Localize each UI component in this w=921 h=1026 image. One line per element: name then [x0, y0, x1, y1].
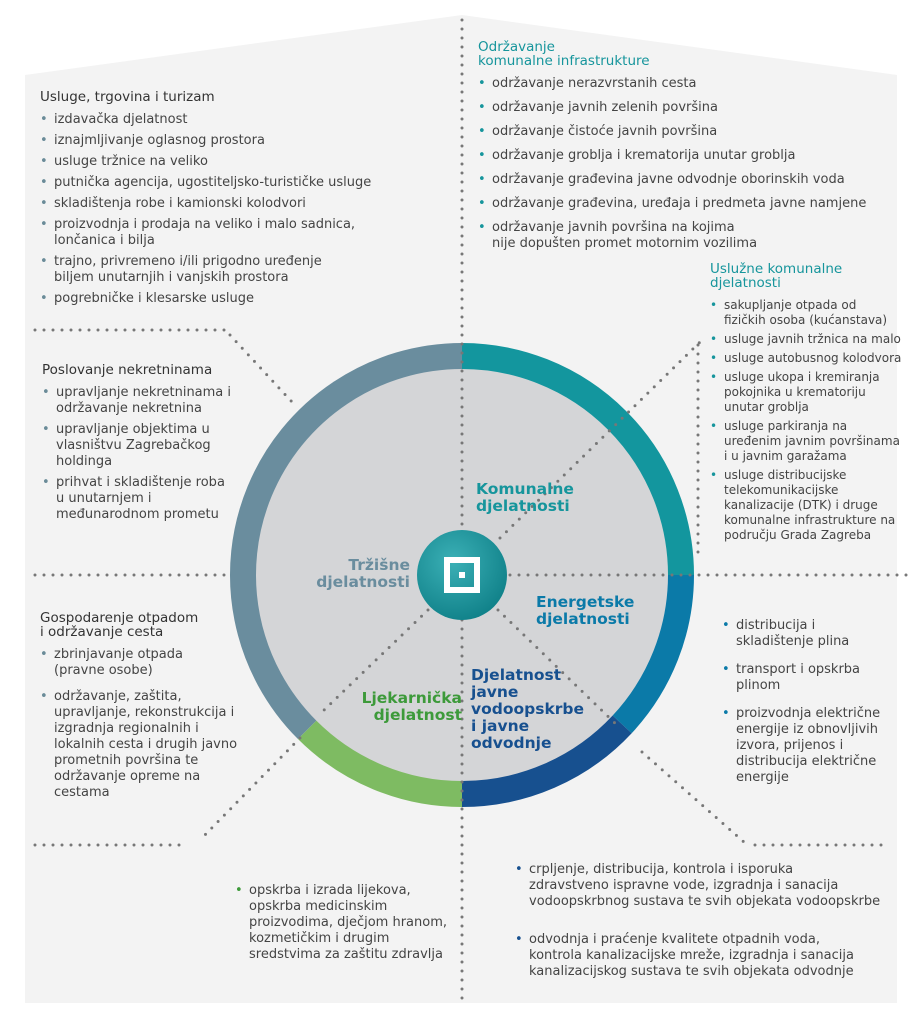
list-item: putnička agencija, ugostiteljsko-turisti… [40, 175, 420, 191]
dotted-divider [228, 333, 294, 404]
list-item: usluge distribucijske telekomunikacijske… [710, 468, 910, 543]
usluge-trgovina-section: Usluge, trgovina i turizam izdavačka dje… [40, 90, 420, 312]
list-item: trajno, privremeno i/ili prigodno uređen… [40, 254, 420, 286]
odrzavanje-section: Održavanje komunalne infrastrukture održ… [478, 40, 898, 260]
dotted-divider [498, 340, 702, 540]
list-item: transport i opskrba plinom [722, 662, 912, 694]
nekretnine-section: Poslovanje nekretninama upravljanje nekr… [42, 363, 262, 528]
list-item: usluge autobusnog kolodvora [710, 351, 910, 366]
section-title: Usluge, trgovina i turizam [40, 89, 215, 105]
segment-label-ljekarnicka: Ljekarnička djelatnost [361, 689, 462, 724]
list-item: usluge javnih tržnica na malo [710, 332, 910, 347]
list-item: pogrebničke i klesarske usluge [40, 291, 420, 307]
energetske-section: distribucija i skladištenje plina transpo… [722, 618, 912, 798]
list-item: održavanje javnih površina na kojima nij… [478, 220, 898, 252]
bullet-list: upravljanje nekretninama i održavanje ne… [42, 385, 262, 523]
segment-label-komunalne: Komunalne djelatnosti [476, 480, 574, 515]
list-item: usluge tržnice na veliko [40, 154, 420, 170]
zagreb-holding-logo-icon [444, 557, 480, 593]
bullet-list: održavanje nerazvrstanih cesta održavanje… [478, 76, 898, 252]
list-item: održavanje građevina, uređaja i predmeta… [478, 196, 898, 212]
list-item: skladištenja robe i kamionski kolodvori [40, 196, 420, 212]
list-item: proizvodnja i prodaja na veliko i malo s… [40, 217, 420, 249]
list-item: upravljanje objektima u vlasništvu Zagre… [42, 422, 262, 470]
section-title: Održavanje komunalne infrastrukture [478, 39, 650, 69]
list-item: usluge parkiranja na uređenim javnim pov… [710, 419, 910, 464]
section-title: Uslužne komunalne djelatnosti [710, 261, 843, 291]
dotted-divider [496, 608, 622, 730]
segment-label-energetske: Energetske djelatnosti [536, 593, 635, 628]
section-title: Gospodarenje otpadom i održavanje cesta [40, 610, 199, 640]
bullet-list: zbrinjavanje otpada (pravne osobe) održav… [40, 647, 260, 801]
vodoopskrba-section: crpljenje, distribucija, kontrola i ispo… [515, 862, 895, 1002]
list-item: održavanje, zaštita, upravljanje, rekons… [40, 689, 260, 801]
segment-label-vodoopskrba: Djelatnost javne vodoopskrbe i javne odv… [471, 666, 585, 752]
list-item: održavanje građevina javne odvodnje obor… [478, 172, 898, 188]
bullet-list: izdavačka djelatnost iznajmljivanje oglas… [40, 112, 420, 307]
list-item: sakupljanje otpada od fizičkih osoba (ku… [710, 298, 910, 328]
bullet-list: sakupljanje otpada od fizičkih osoba (ku… [710, 298, 910, 543]
list-item: distribucija i skladištenje plina [722, 618, 912, 650]
ring-segment-komunalne [461, 343, 694, 576]
list-item: opskrba i izrada lijekova, opskrba medic… [235, 883, 465, 963]
list-item: upravljanje nekretninama i održavanje ne… [42, 385, 262, 417]
bullet-list: crpljenje, distribucija, kontrola i ispo… [515, 862, 895, 980]
list-item: održavanje nerazvrstanih cesta [478, 76, 898, 92]
usluzne-section: Uslužne komunalne djelatnosti sakupljanj… [710, 262, 910, 547]
list-item: iznajmljivanje oglasnog prostora [40, 133, 420, 149]
list-item: zbrinjavanje otpada (pravne osobe) [40, 647, 260, 679]
ring-segment-ljekarnicka [297, 720, 463, 807]
list-item: proizvodnja električne energije iz obnov… [722, 706, 912, 786]
list-item: održavanje javnih zelenih površina [478, 100, 898, 116]
ljekarnicka-section: opskrba i izrada lijekova, opskrba medic… [235, 883, 465, 963]
list-item: održavanje čistoće javnih površina [478, 124, 898, 140]
ring-segment-energetske [612, 574, 694, 734]
list-item: usluge ukopa i kremiranja pokojnika u kr… [710, 370, 910, 415]
segment-label-trzisne: Tržišne djelatnosti [316, 556, 410, 591]
list-item: izdavačka djelatnost [40, 112, 420, 128]
bullet-list: opskrba i izrada lijekova, opskrba medic… [235, 883, 465, 963]
gospodarenje-section: Gospodarenje otpadom i održavanje cesta … [40, 611, 260, 811]
list-item: crpljenje, distribucija, kontrola i ispo… [515, 862, 895, 910]
bullet-list: distribucija i skladištenje plina transpo… [722, 618, 912, 786]
section-title: Poslovanje nekretninama [42, 362, 213, 378]
list-item: prihvat i skladištenje roba u unutarnjem… [42, 475, 262, 523]
list-item: održavanje groblja i krematorija unutar … [478, 148, 898, 164]
ring-segment-vodoopskrba [461, 715, 632, 807]
list-item: odvodnja i praćenje kvalitete otpadnih v… [515, 932, 895, 980]
